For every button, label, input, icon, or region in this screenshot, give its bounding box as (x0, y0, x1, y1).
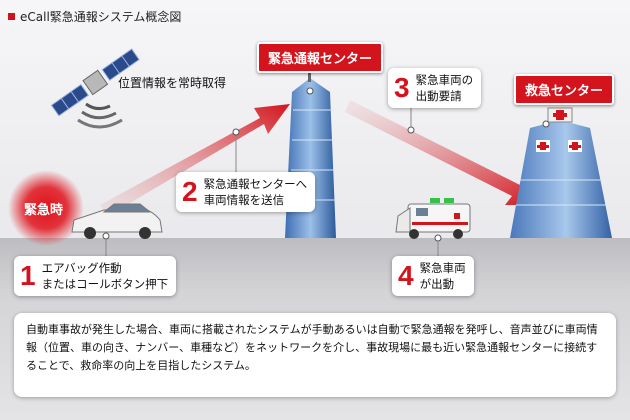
step-4-text: 緊急車両 が出動 (419, 261, 466, 291)
step-2-callout: 2 緊急通報センターへ 車両情報を送信 (176, 172, 316, 212)
car-icon (71, 203, 163, 240)
ambulance-icon (395, 198, 471, 242)
description-text: 自動車事故が発生した場合、車両に搭載されたシステムが手動あるいは自動で緊急通報を… (26, 323, 598, 372)
step-3-text: 緊急車両の 出動要請 (415, 73, 474, 103)
step-2-number: 2 (182, 176, 198, 207)
step-1-callout: 1 エアバッグ作動 またはコールボタン押下 (14, 256, 177, 296)
rescue-center-building (510, 107, 612, 238)
step-1-text: エアバッグ作動 またはコールボタン押下 (41, 261, 169, 291)
step-2-text: 緊急通報センターへ 車両情報を送信 (203, 177, 308, 207)
description-box: 自動車事故が発生した場合、車両に搭載されたシステムが手動あるいは自動で緊急通報を… (14, 313, 616, 397)
satellite-icon (50, 48, 140, 129)
arrow-center-to-rescue (345, 100, 540, 205)
diagram-title: eCall緊急通報システム概念図 (8, 8, 181, 25)
emergency-glow (8, 170, 84, 246)
step-1-number: 1 (20, 260, 36, 291)
step-4-callout: 4 緊急車両 が出動 (392, 256, 474, 296)
title-text: eCall緊急通報システム概念図 (20, 10, 182, 24)
step-4-number: 4 (398, 260, 414, 291)
title-bullet-icon (8, 13, 15, 20)
step-3-number: 3 (394, 72, 410, 103)
satellite-label: 位置情報を常時取得 (118, 76, 227, 90)
step-3-callout: 3 緊急車両の 出動要請 (388, 68, 482, 108)
arrow-car-to-center (100, 104, 290, 216)
callout-connectors (105, 106, 439, 256)
rescue-center-label: 救急センター (514, 74, 615, 105)
emergency-label: 緊急時 (24, 203, 64, 218)
emergency-center-label: 緊急通報センター (257, 42, 384, 73)
